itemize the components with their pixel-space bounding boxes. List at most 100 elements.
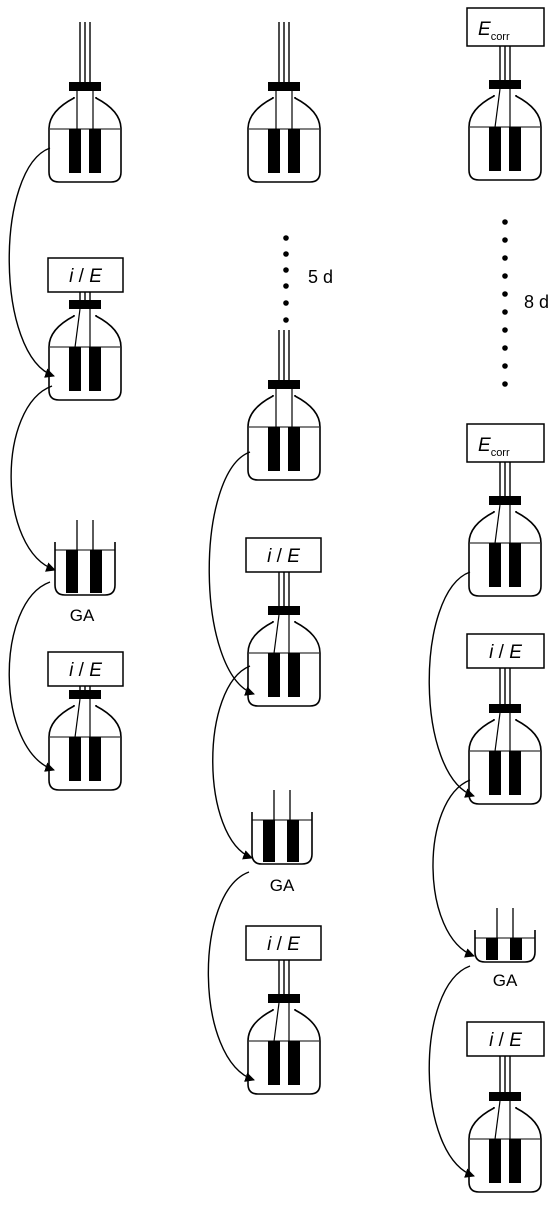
bottle-outline bbox=[247, 395, 321, 481]
electrode bbox=[288, 129, 300, 173]
ga-label: GA bbox=[270, 876, 295, 895]
wait-dot bbox=[502, 363, 508, 369]
electrode bbox=[489, 751, 501, 795]
wait-duration-label: 8 d bbox=[524, 292, 549, 312]
bottle-cell bbox=[48, 292, 122, 401]
svg-text:i / E: i / E bbox=[69, 266, 102, 287]
svg-text:Ecorr: Ecorr bbox=[478, 19, 510, 43]
electrode bbox=[263, 820, 275, 862]
wait-dot bbox=[283, 251, 289, 257]
bottle-cap bbox=[69, 82, 101, 91]
electrode bbox=[489, 543, 501, 587]
electrode bbox=[89, 347, 101, 391]
bottle-cell bbox=[247, 22, 321, 183]
transfer-arrow bbox=[428, 571, 475, 798]
bottle-outline bbox=[247, 621, 321, 707]
wait-dot bbox=[502, 273, 508, 279]
electrode bbox=[510, 938, 522, 960]
wait-dot bbox=[283, 317, 289, 323]
bottle-cap bbox=[489, 80, 521, 89]
transfer-arrow bbox=[428, 965, 475, 1178]
svg-text:i / E: i / E bbox=[69, 660, 102, 681]
beaker-outline bbox=[54, 542, 116, 596]
svg-text:Ecorr: Ecorr bbox=[478, 435, 510, 459]
electrode bbox=[268, 129, 280, 173]
electrode bbox=[66, 550, 78, 593]
bottle-outline bbox=[468, 511, 542, 597]
ga-label: GA bbox=[70, 606, 95, 625]
glutaraldehyde-beaker bbox=[474, 908, 536, 963]
electrode bbox=[69, 737, 81, 781]
ecorr-measurement-box: Ecorr bbox=[466, 423, 545, 463]
bottle-cell bbox=[247, 960, 321, 1095]
bottle-cell bbox=[247, 572, 321, 707]
transfer-arrow bbox=[8, 147, 55, 378]
electrode bbox=[69, 129, 81, 173]
wait-dot bbox=[502, 345, 508, 351]
electrode bbox=[509, 751, 521, 795]
electrode bbox=[89, 129, 101, 173]
bottle-cap bbox=[268, 994, 300, 1003]
electrode bbox=[509, 543, 521, 587]
transfer-arrow bbox=[10, 385, 56, 572]
transfer-arrows bbox=[8, 147, 475, 1178]
bottle-outline bbox=[48, 705, 122, 791]
bottle-cell bbox=[48, 22, 122, 183]
svg-text:i / E: i / E bbox=[489, 1030, 522, 1051]
wait-dot bbox=[502, 237, 508, 243]
electrode bbox=[288, 1041, 300, 1085]
electrode bbox=[287, 820, 299, 862]
bottle-outline bbox=[468, 719, 542, 805]
svg-text:i / E: i / E bbox=[267, 546, 300, 567]
bottle-outline bbox=[48, 315, 122, 401]
bottle-cap bbox=[489, 704, 521, 713]
wait-dot bbox=[502, 327, 508, 333]
bottle-outline bbox=[48, 97, 122, 183]
glutaraldehyde-beaker bbox=[54, 520, 116, 596]
bottle-cell bbox=[468, 462, 542, 597]
ie-measurement-box: i / E bbox=[245, 925, 322, 961]
electrode bbox=[90, 550, 102, 593]
electrode bbox=[69, 347, 81, 391]
transfer-arrow bbox=[8, 581, 55, 772]
transfer-arrow bbox=[212, 665, 253, 860]
electrode bbox=[509, 127, 521, 171]
electrode bbox=[89, 737, 101, 781]
electrode bbox=[268, 427, 280, 471]
wait-dot bbox=[283, 300, 289, 306]
bottle-cap bbox=[69, 300, 101, 309]
ie-measurement-box: i / E bbox=[245, 537, 322, 573]
ie-measurement-box: i / E bbox=[47, 257, 124, 293]
electrode bbox=[288, 653, 300, 697]
bottle-outline bbox=[247, 97, 321, 183]
bottles bbox=[48, 22, 542, 1193]
ga-label: GA bbox=[493, 971, 518, 990]
wait-dot bbox=[283, 267, 289, 273]
bottle-cell bbox=[468, 46, 542, 181]
beakers bbox=[54, 520, 536, 963]
electrode bbox=[268, 1041, 280, 1085]
wait-dot bbox=[502, 309, 508, 315]
transfer-arrow bbox=[207, 871, 255, 1082]
svg-text:i / E: i / E bbox=[489, 642, 522, 663]
ie-measurement-box: i / E bbox=[466, 633, 545, 669]
bottle-cell bbox=[468, 1056, 542, 1193]
electrode bbox=[288, 427, 300, 471]
bottle-outline bbox=[247, 1009, 321, 1095]
wait-duration-label: 5 d bbox=[308, 267, 333, 287]
waiting-dots bbox=[283, 219, 508, 387]
labels: i / E GA i / E 5 d i / E GA i / E Ecorr … bbox=[47, 7, 549, 1057]
bottle-cell bbox=[247, 330, 321, 481]
ie-measurement-box: i / E bbox=[47, 651, 124, 687]
beaker-outline bbox=[474, 930, 536, 963]
wait-dot bbox=[502, 291, 508, 297]
bottle-outline bbox=[468, 1107, 542, 1193]
glutaraldehyde-beaker bbox=[251, 790, 313, 865]
bottle-cap bbox=[268, 82, 300, 91]
electrode bbox=[489, 127, 501, 171]
bottle-cap bbox=[489, 496, 521, 505]
electrode bbox=[268, 653, 280, 697]
bottle-outline bbox=[468, 95, 542, 181]
electrode bbox=[486, 938, 498, 960]
